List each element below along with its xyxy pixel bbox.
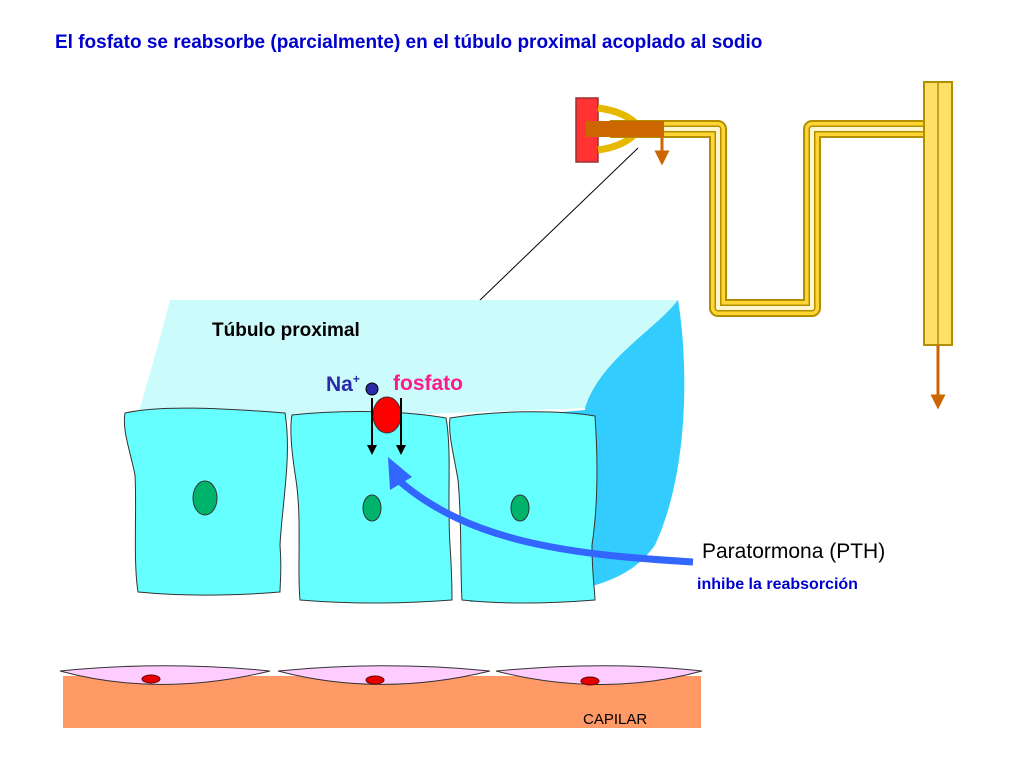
- proximal-segment-highlight: [586, 121, 664, 137]
- tubule-lumen: [135, 300, 678, 425]
- pth-label: Paratormona (PTH): [702, 540, 886, 563]
- endothelial-cell-2: [277, 665, 491, 685]
- sodium-ion-icon: [365, 382, 379, 396]
- proximal-tubule-path: [610, 120, 940, 317]
- endothelial-nucleus-1: [141, 674, 161, 684]
- endothelial-cell-1: [59, 665, 271, 685]
- fosfato-label: fosfato: [393, 372, 463, 395]
- sodium-symbol: Na: [326, 373, 353, 396]
- tubulo-proximal-label: Túbulo proximal: [212, 320, 360, 341]
- endothelial-cell-3: [495, 665, 703, 685]
- nephron-schematic: [575, 81, 953, 410]
- capilar-label: CAPILAR: [583, 711, 648, 728]
- slide-title: El fosfato se reabsorbe (parcialmente) e…: [55, 32, 763, 53]
- nucleus-center: [362, 494, 382, 522]
- inhibe-label: inhibe la reabsorción: [697, 576, 858, 593]
- endothelial-nucleus-2: [365, 675, 385, 685]
- nucleus-right: [510, 494, 530, 522]
- sodium-label: Na+: [326, 372, 360, 397]
- pth-inhibition-arrow: [388, 457, 694, 566]
- capillary: [59, 665, 703, 728]
- nucleus-left: [192, 480, 218, 516]
- endothelial-nucleus-3: [580, 676, 600, 686]
- sodium-charge: +: [352, 372, 360, 386]
- tubule-section: [123, 300, 685, 604]
- phosphate-transporter-icon: [372, 396, 402, 434]
